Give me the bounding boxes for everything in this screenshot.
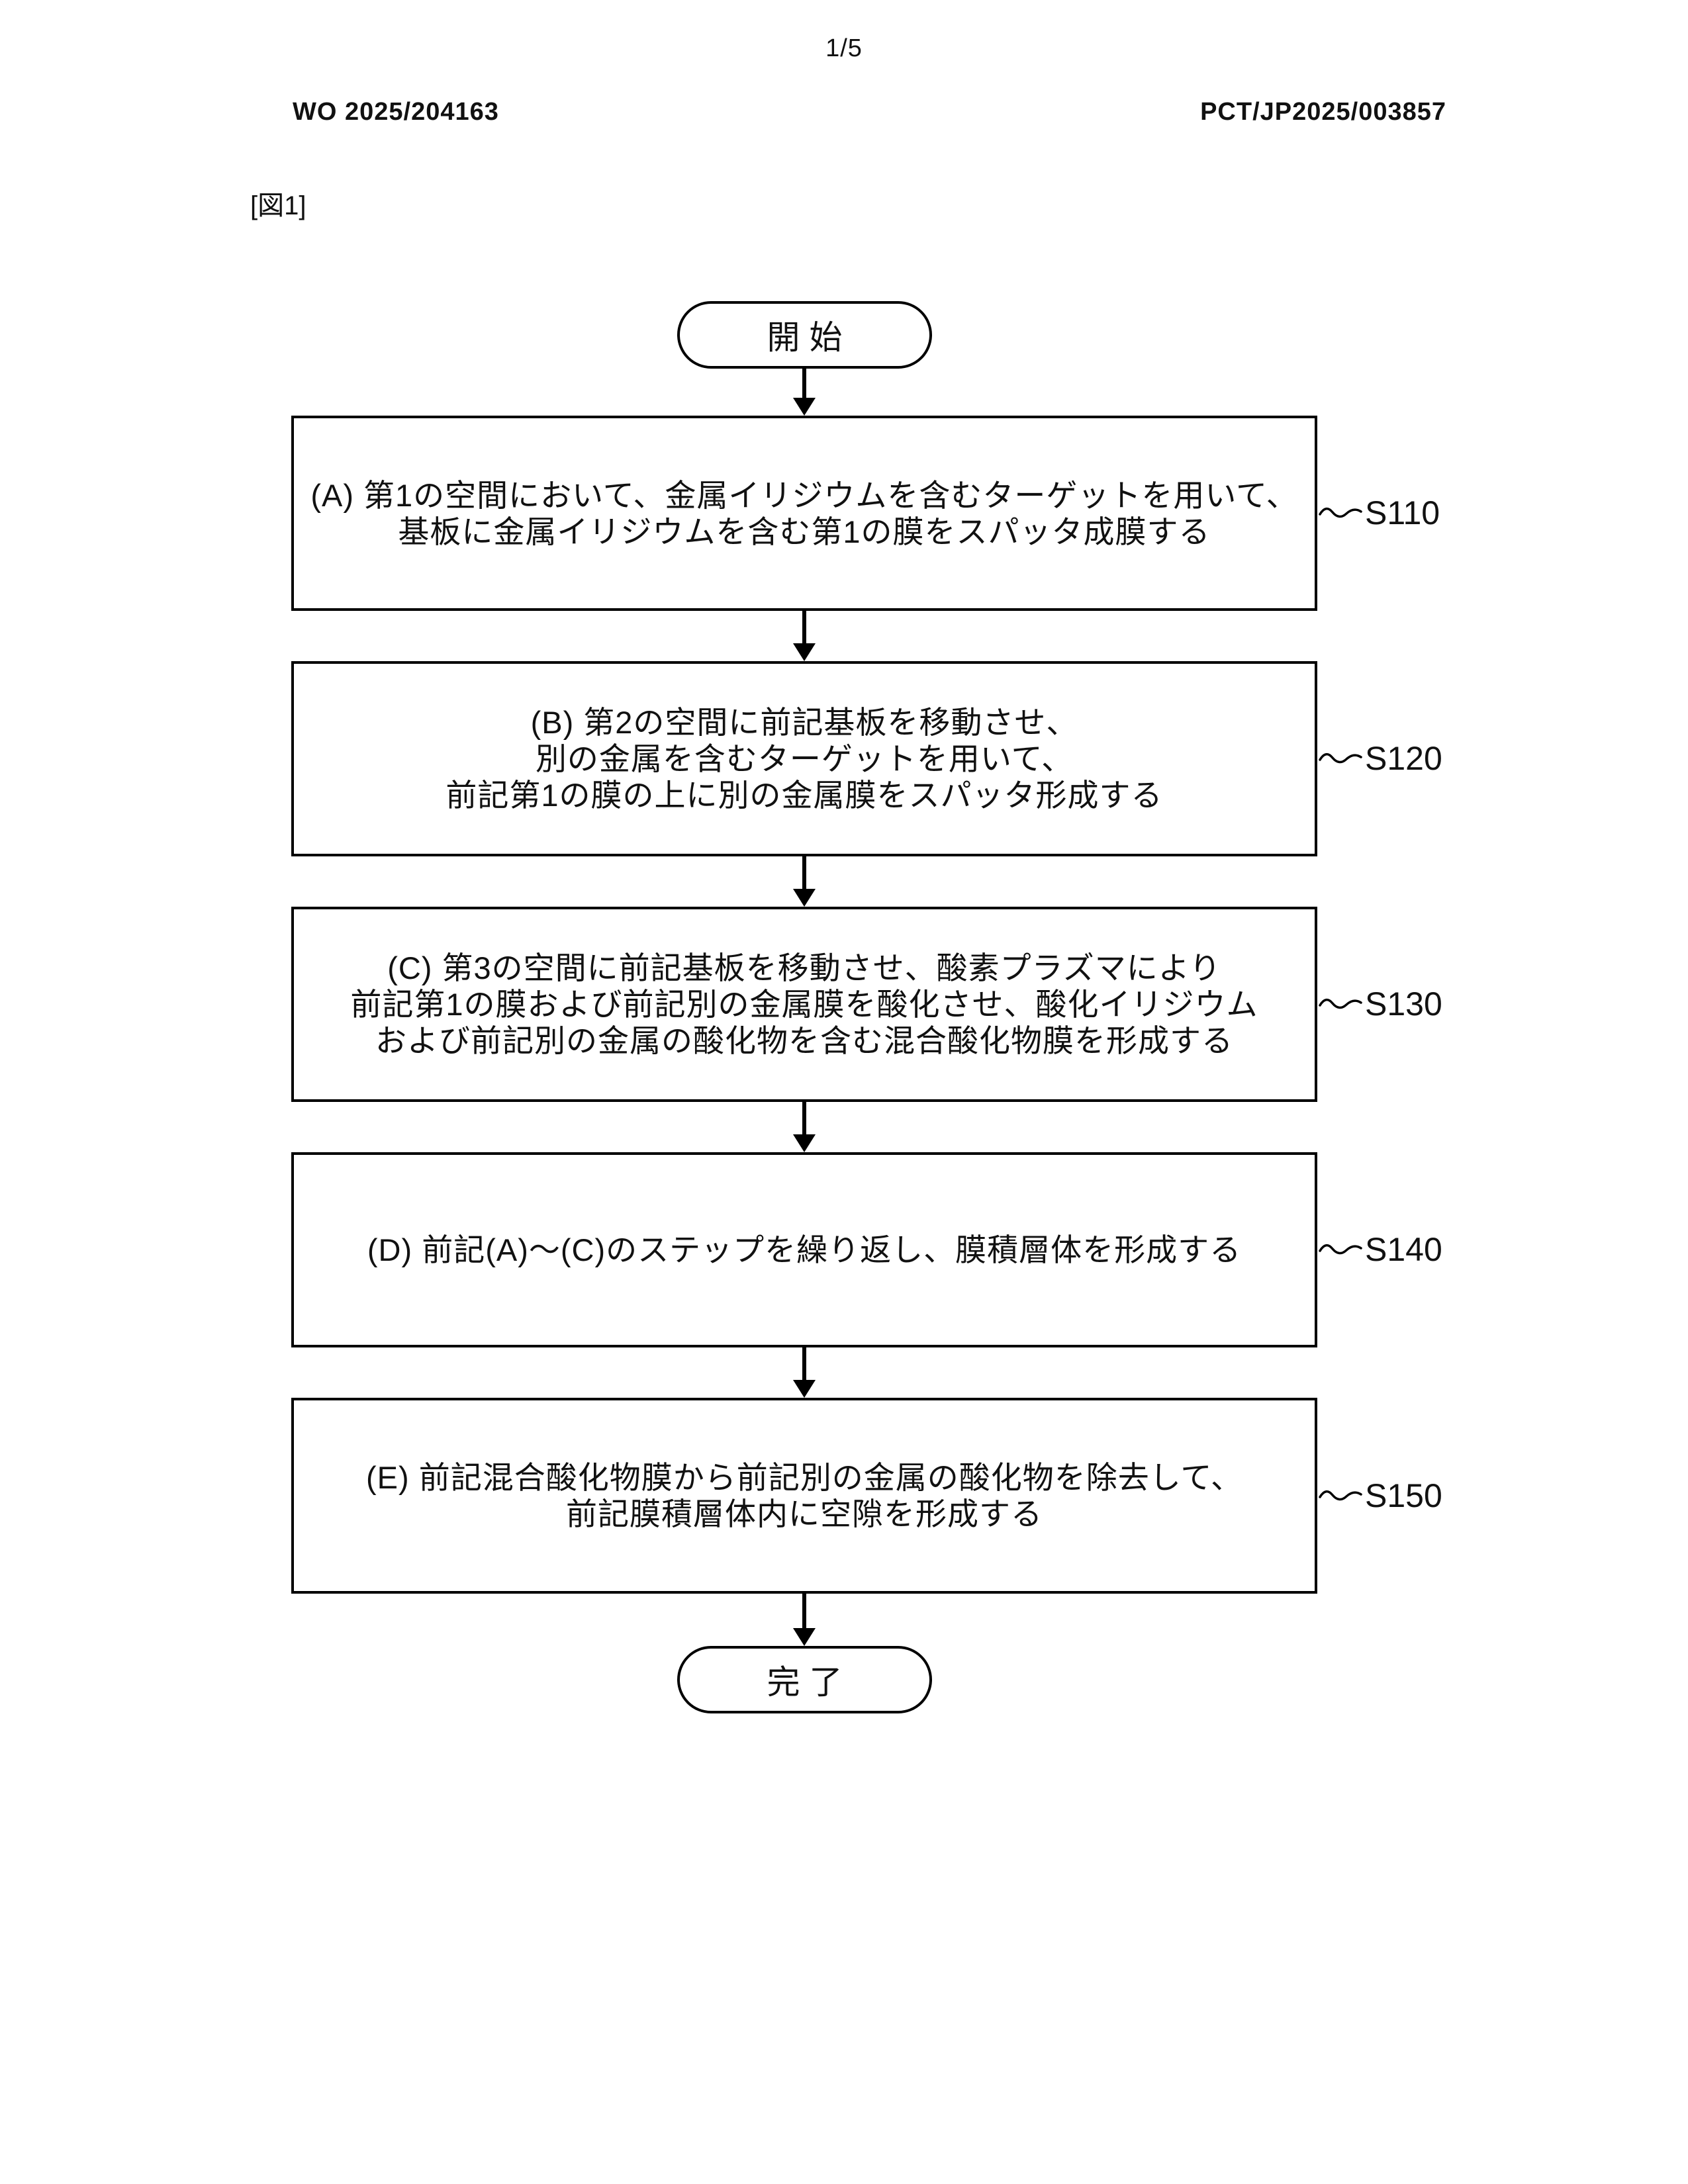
step-text-line: (A) 第1の空間において、金属イリジウムを含むターゲットを用いて、 <box>310 477 1298 513</box>
tilde-connector-icon <box>1319 753 1362 764</box>
application-number: PCT/JP2025/003857 <box>1200 98 1446 126</box>
step-ref-label: S140 <box>1365 1231 1442 1268</box>
flow-arrow-2 <box>793 611 816 661</box>
flowchart-step-box-s150: (E) 前記混合酸化物膜から前記別の金属の酸化物を除去して、 前記膜積層体内に空… <box>291 1398 1317 1594</box>
step-text-line: 前記第1の膜の上に別の金属膜をスパッタ形成する <box>445 778 1163 813</box>
tilde-connector-icon <box>1319 1244 1362 1255</box>
down-arrowhead-icon <box>793 1380 816 1398</box>
arrow-shaft <box>802 1102 806 1134</box>
step-ref-label: S120 <box>1365 740 1442 777</box>
step-ref-s140: S140 <box>1319 1230 1442 1269</box>
arrow-shaft <box>802 1594 806 1628</box>
flowchart-step-box-s140: (D) 前記(A)～(C)のステップを繰り返し、膜積層体を形成する <box>291 1152 1317 1347</box>
arrow-shaft <box>802 611 806 643</box>
down-arrowhead-icon <box>793 398 816 416</box>
flow-arrow-5 <box>793 1347 816 1398</box>
flow-arrow-6 <box>793 1594 816 1646</box>
step-text-line: (B) 第2の空間に前記基板を移動させ、 <box>530 705 1078 740</box>
flow-arrow-4 <box>793 1102 816 1152</box>
step-ref-s110: S110 <box>1319 493 1440 533</box>
step-text-line: 前記第1の膜および前記別の金属膜を酸化させ、酸化イリジウム <box>350 987 1258 1022</box>
step-ref-s150: S150 <box>1319 1476 1442 1516</box>
tilde-connector-icon <box>1319 1490 1362 1501</box>
flow-arrow-1 <box>793 369 816 416</box>
step-text-line: (D) 前記(A)～(C)のステップを繰り返し、膜積層体を形成する <box>367 1232 1242 1267</box>
step-text-line: 前記膜積層体内に空隙を形成する <box>566 1496 1043 1531</box>
step-text-line: (E) 前記混合酸化物膜から前記別の金属の酸化物を除去して、 <box>366 1460 1243 1495</box>
tilde-connector-icon <box>1319 999 1362 1009</box>
flowchart-start-node: 開始 <box>677 301 932 369</box>
publication-number: WO 2025/204163 <box>293 98 499 126</box>
step-ref-s130: S130 <box>1319 984 1442 1024</box>
step-text-line: および前記別の金属の酸化物を含む混合酸化物膜を形成する <box>375 1023 1233 1058</box>
arrow-shaft <box>802 369 806 398</box>
step-text-line: 別の金属を含むターゲットを用いて、 <box>535 741 1074 776</box>
down-arrowhead-icon <box>793 889 816 907</box>
tilde-connector-icon <box>1319 508 1362 518</box>
figure-label: [図1] <box>250 191 306 220</box>
end-node-label: 完了 <box>767 1664 852 1701</box>
step-text-line: 基板に金属イリジウムを含む第1の膜をスパッタ成膜する <box>398 514 1211 549</box>
flowchart-step-box-s120: (B) 第2の空間に前記基板を移動させ、 別の金属を含むターゲットを用いて、 前… <box>291 661 1317 856</box>
step-ref-label: S130 <box>1365 985 1442 1023</box>
down-arrowhead-icon <box>793 643 816 661</box>
flow-arrow-3 <box>793 856 816 907</box>
arrow-shaft <box>802 856 806 889</box>
sheet-number: 1/5 <box>825 34 863 62</box>
arrow-shaft <box>802 1347 806 1380</box>
down-arrowhead-icon <box>793 1628 816 1646</box>
flowchart-end-node: 完了 <box>677 1646 932 1713</box>
step-ref-label: S110 <box>1365 494 1440 531</box>
step-ref-label: S150 <box>1365 1477 1442 1514</box>
step-ref-s120: S120 <box>1319 739 1442 778</box>
down-arrowhead-icon <box>793 1134 816 1152</box>
flowchart-step-box-s110: (A) 第1の空間において、金属イリジウムを含むターゲットを用いて、 基板に金属… <box>291 416 1317 611</box>
flowchart-step-box-s130: (C) 第3の空間に前記基板を移動させ、酸素プラズマにより 前記第1の膜および前… <box>291 907 1317 1102</box>
start-node-label: 開始 <box>767 319 852 356</box>
step-text-line: (C) 第3の空間に前記基板を移動させ、酸素プラズマにより <box>387 950 1221 985</box>
